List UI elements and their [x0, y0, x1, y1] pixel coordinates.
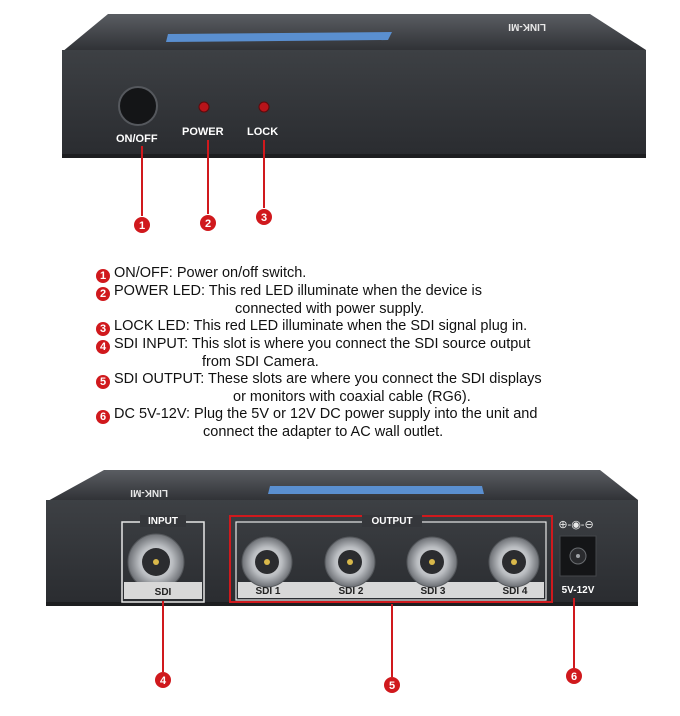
power-label: POWER	[182, 126, 224, 138]
callout-badge-1	[134, 217, 150, 233]
description-text-4: SDI INPUT: This slot is where you connec…	[114, 336, 531, 352]
callout-number-6: 6	[571, 671, 577, 683]
callout-badge-2	[200, 215, 216, 231]
rear-device-base	[46, 602, 638, 606]
sdi-output-pin-2	[347, 559, 353, 565]
sdi-output-label-2: SDI 2	[338, 586, 363, 597]
onoff-button[interactable]	[118, 86, 158, 126]
sdi-output-label-4: SDI 4	[502, 586, 527, 597]
description-text-5: SDI OUTPUT: These slots are where you co…	[114, 371, 542, 387]
front-model-strip	[166, 32, 392, 42]
callout-badge-4	[155, 672, 171, 688]
power-led-icon	[198, 101, 210, 113]
front-panel-figure: LINK-MI ON/OFF POWER LOCK 1 2 3	[62, 14, 646, 233]
dc-label: 5V-12V	[562, 585, 595, 596]
callout-badge-3	[256, 209, 272, 225]
callout-badge-6	[566, 668, 582, 684]
description-text-3: LOCK LED: This red LED illuminate when t…	[114, 318, 528, 334]
rear-panel-figure: LINK-MI INPUT SDI OUTPUT SDI 1 SDI 2 SDI…	[46, 470, 638, 693]
sdi-output-pin-4	[511, 559, 517, 565]
sdi-input-label-strip	[124, 582, 202, 599]
sdi-output-pin-3	[429, 559, 435, 565]
input-label-bg	[140, 515, 186, 527]
rear-brand: LINK-MI	[130, 487, 168, 498]
description-text-1: ON/OFF: Power on/off switch.	[114, 265, 307, 281]
description-badge-3: 3	[96, 322, 110, 336]
description-text-6-cont: connect the adapter to AC wall outlet.	[203, 424, 444, 440]
callout-number-2: 2	[205, 218, 211, 230]
description-badge-6: 6	[96, 410, 110, 424]
callout-number-5: 5	[389, 680, 395, 692]
description-item-3: 3 LOCK LED: This red LED illuminate when …	[96, 318, 656, 336]
input-label: INPUT	[148, 516, 178, 527]
output-label-bg	[362, 515, 422, 527]
front-device-base	[62, 154, 646, 158]
callout-badge-5	[384, 677, 400, 693]
description-badge-1: 1	[96, 269, 110, 283]
description-text-6: DC 5V-12V: Plug the 5V or 12V DC power s…	[114, 406, 538, 422]
front-brand: LINK-MI	[508, 21, 546, 32]
sdi-output-label-3: SDI 3	[420, 586, 445, 597]
front-device-face	[62, 50, 646, 156]
callout-number-1: 1	[139, 220, 145, 232]
sdi-input-pin	[153, 559, 159, 565]
description-item-2: 2 POWER LED: This red LED illuminate when…	[96, 283, 656, 318]
description-item-1: 1 ON/OFF: Power on/off switch.	[96, 265, 656, 283]
lock-label: LOCK	[247, 126, 278, 138]
description-badge-2: 2	[96, 287, 110, 301]
sdi-output-label-1: SDI 1	[255, 586, 280, 597]
dc-jack-pin	[576, 554, 580, 558]
description-text-4-cont: from SDI Camera.	[202, 354, 319, 370]
description-text-2-cont: connected with power supply.	[235, 301, 425, 317]
sdi-output-pin-1	[264, 559, 270, 565]
polarity-icon: ⊕-◉-⊖	[558, 519, 593, 531]
sdi-input-label: SDI	[155, 587, 172, 598]
description-item-4: 4 SDI INPUT: This slot is where you conne…	[96, 336, 656, 371]
description-text-2: POWER LED: This red LED illuminate when …	[114, 283, 483, 299]
description-text-5-cont: or monitors with coaxial cable (RG6).	[233, 389, 471, 405]
onoff-label: ON/OFF	[116, 133, 158, 145]
callout-number-4: 4	[160, 675, 167, 687]
lock-led-icon	[258, 101, 270, 113]
description-badge-4: 4	[96, 340, 110, 354]
feature-descriptions: 1 ON/OFF: Power on/off switch. 2 POWER LED…	[96, 265, 656, 441]
output-label-strip	[238, 582, 544, 598]
output-label: OUTPUT	[371, 516, 412, 527]
rear-model-strip	[268, 486, 484, 494]
callout-number-3: 3	[261, 212, 267, 224]
description-item-6: 6 DC 5V-12V: Plug the 5V or 12V DC power …	[96, 406, 656, 441]
description-item-5: 5 SDI OUTPUT: These slots are where you c…	[96, 371, 656, 406]
description-badge-5: 5	[96, 375, 110, 389]
